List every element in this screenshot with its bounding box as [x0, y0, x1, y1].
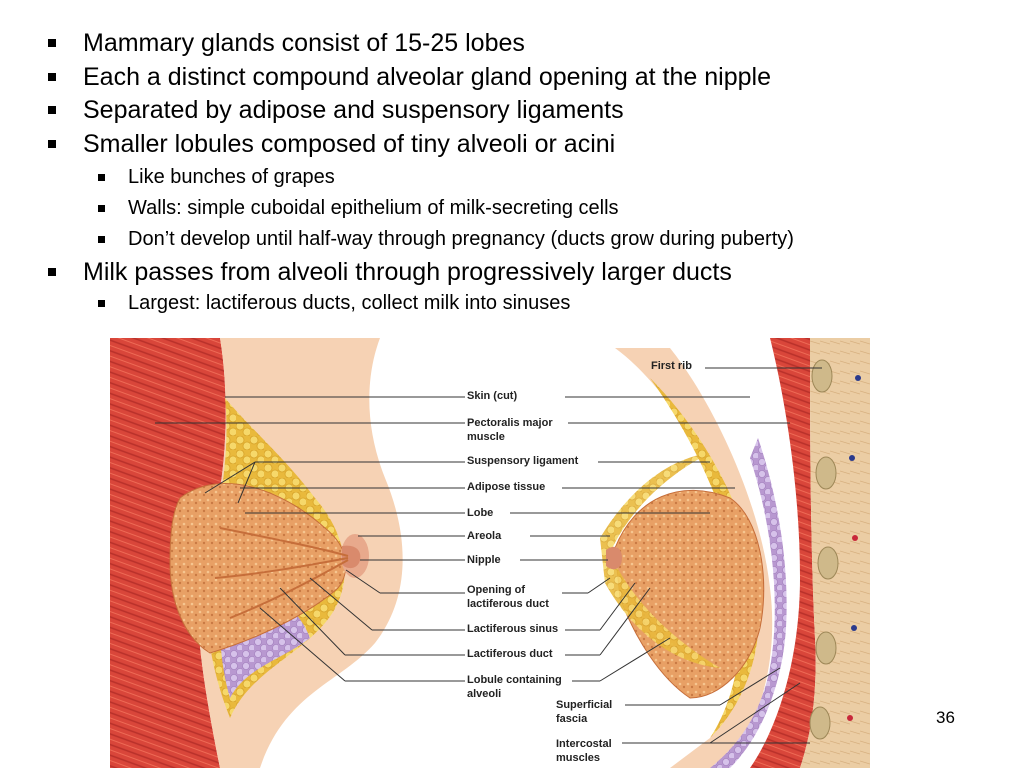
label-pectoralis: Pectoralis major: [467, 417, 553, 429]
bullet-marker: [48, 106, 56, 114]
rib: [815, 456, 837, 490]
bullet-item: Separated by adipose and suspensory liga…: [83, 96, 624, 124]
bullet-item: Each a distinct compound alveolar gland …: [83, 63, 771, 91]
label-lactiferous-sinus: Lactiferous sinus: [467, 623, 559, 635]
label-skin: Skin (cut): [467, 390, 518, 402]
label-lactiferous-duct: Lactiferous duct: [467, 648, 553, 660]
leader-lines: [155, 367, 822, 744]
label-lobule: Lobule containing: [467, 674, 562, 686]
sub-bullet-item: Walls: simple cuboidal epithelium of mil…: [128, 197, 619, 219]
label-opening: Opening of: [467, 584, 526, 596]
bullet-item: Mammary glands consist of 15-25 lobes: [83, 29, 525, 57]
sub-bullet-marker: [98, 174, 105, 181]
label-superficial: Superficial: [556, 699, 613, 711]
sub-bullet-item: Don’t develop until half-way through pre…: [128, 228, 794, 250]
label-pectoralis-muscle: muscle: [467, 431, 505, 443]
label-intercostal: Intercostal: [556, 738, 612, 750]
bullet-marker: [48, 268, 56, 276]
pectoral-muscle-right: [750, 338, 816, 768]
label-areola: Areola: [467, 530, 502, 542]
page-number: 36: [936, 708, 955, 727]
rib: [809, 706, 831, 740]
sub-bullet-marker: [98, 300, 105, 307]
label-superficial-fascia: fascia: [556, 713, 588, 725]
bullet-item: Smaller lobules composed of tiny alveoli…: [83, 130, 616, 158]
rib: [815, 631, 837, 665]
bullet-marker: [48, 39, 56, 47]
sub-bullet-item: Largest: lactiferous ducts, collect milk…: [128, 292, 571, 314]
pectoral-muscle-left: [110, 338, 226, 768]
nipple-left: [342, 545, 361, 569]
nipple-right: [606, 546, 622, 570]
lobes-right: [614, 489, 765, 699]
fascia-right: [710, 438, 787, 768]
label-lobule-alveoli: alveoli: [467, 688, 502, 700]
bullet-item: Milk passes from alveoli through progres…: [83, 258, 732, 286]
sub-bullet-item: Like bunches of grapes: [128, 166, 335, 188]
rib: [817, 546, 839, 580]
bullet-marker: [48, 140, 56, 148]
rib: [811, 359, 833, 393]
label-suspensory-ligament: Suspensory ligament: [467, 455, 579, 467]
label-nipple: Nipple: [467, 554, 501, 566]
label-opening-duct: lactiferous duct: [467, 598, 549, 610]
bullet-marker: [48, 73, 56, 81]
sub-bullet-marker: [98, 205, 105, 212]
breast-anatomy-figure: First rib Skin (cut) Pectoralis major mu…: [110, 338, 870, 768]
sub-bullet-marker: [98, 236, 105, 243]
label-lobe: Lobe: [467, 507, 494, 519]
label-adipose-tissue: Adipose tissue: [467, 481, 546, 493]
label-first-rib: First rib: [651, 360, 692, 372]
label-intercostal-muscles: muscles: [556, 752, 601, 764]
anatomy-illustration: [110, 338, 870, 768]
